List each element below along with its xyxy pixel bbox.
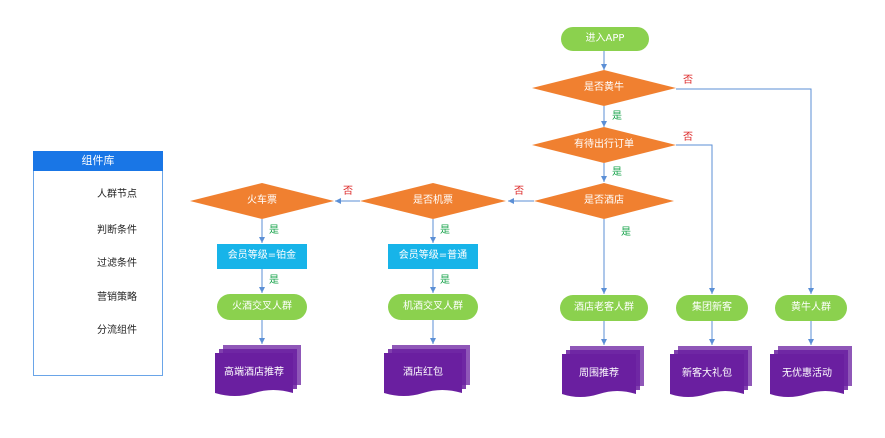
crowd-train-shape [217,294,307,320]
filter-train-shape [217,244,307,269]
edge-label-train-yes: 是 [269,225,279,236]
crowd-hotel-shape [560,295,648,321]
crowd-huangniu-label: 黄牛人群 [791,302,831,313]
legend-panel [33,151,163,376]
crowd-flight-shape [388,294,478,320]
edge-huangniu-no [676,88,814,294]
decision-hotel-shape [534,183,674,219]
decision-huangniu-shape [532,70,676,106]
legend-label-decision: 判断条件 [97,225,137,236]
edge-trip-no [676,144,715,294]
strategy-train-label: 高端酒店推荐 [224,367,284,378]
edge-label-huangniu-no: 否 [683,75,693,86]
decision-trip-label: 有待出行订单 [574,139,634,150]
decision-flight-label: 是否机票 [413,195,453,206]
start-node [561,27,649,51]
strategy-flight-label: 酒店红包 [403,367,443,378]
legend-label-filter: 过滤条件 [97,258,137,269]
edge-label-huangniu-yes: 是 [612,111,622,122]
strategy-train-shape [215,345,301,396]
strategy-flight-shape [384,345,470,396]
crowd-group-label: 集团新客 [692,302,732,313]
edge-label-flight-no: 否 [343,186,353,197]
legend-label-crowd: 人群节点 [97,189,137,200]
crowd-hotel-label: 酒店老客人群 [574,302,634,313]
legend-label-split: 分流组件 [97,325,137,336]
edge-label-filter-train-yes: 是 [269,275,279,286]
strategy-hotel-label: 周围推荐 [579,368,619,379]
decision-train-label: 火车票 [247,195,277,206]
edge-label-flight-yes: 是 [440,225,450,236]
decision-flight-shape [360,183,506,219]
crowd-flight-label: 机酒交叉人群 [403,301,463,312]
strategy-group-shape [670,346,752,397]
decision-huangniu-label: 是否黄牛 [584,82,624,93]
edge-label-trip-no: 否 [683,132,693,143]
filter-flight-shape [388,244,478,269]
strategy-huangniu-shape [770,346,852,397]
strategy-hotel-shape [562,346,644,397]
edge-label-filter-flight-yes: 是 [440,275,450,286]
filter-train-label: 会员等级=铂金 [227,250,297,261]
legend-title: 组件库 [33,151,163,171]
decision-trip-shape [532,127,676,163]
strategy-huangniu-label: 无优惠活动 [782,368,832,379]
start-label: 进入APP [585,33,625,44]
crowd-group-shape [676,295,748,321]
filter-flight-label: 会员等级=普通 [398,250,468,261]
strategy-group-label: 新客大礼包 [682,368,732,379]
edge-label-hotel-no: 否 [514,186,524,197]
decision-hotel-label: 是否酒店 [584,195,624,206]
crowd-train-label: 火酒交叉人群 [232,301,292,312]
crowd-huangniu-shape [775,295,847,321]
legend-label-strategy: 营销策略 [97,292,137,303]
edge-label-hotel-yes: 是 [621,227,631,238]
decision-train-shape [190,183,334,219]
edge-label-trip-yes: 是 [612,167,622,178]
